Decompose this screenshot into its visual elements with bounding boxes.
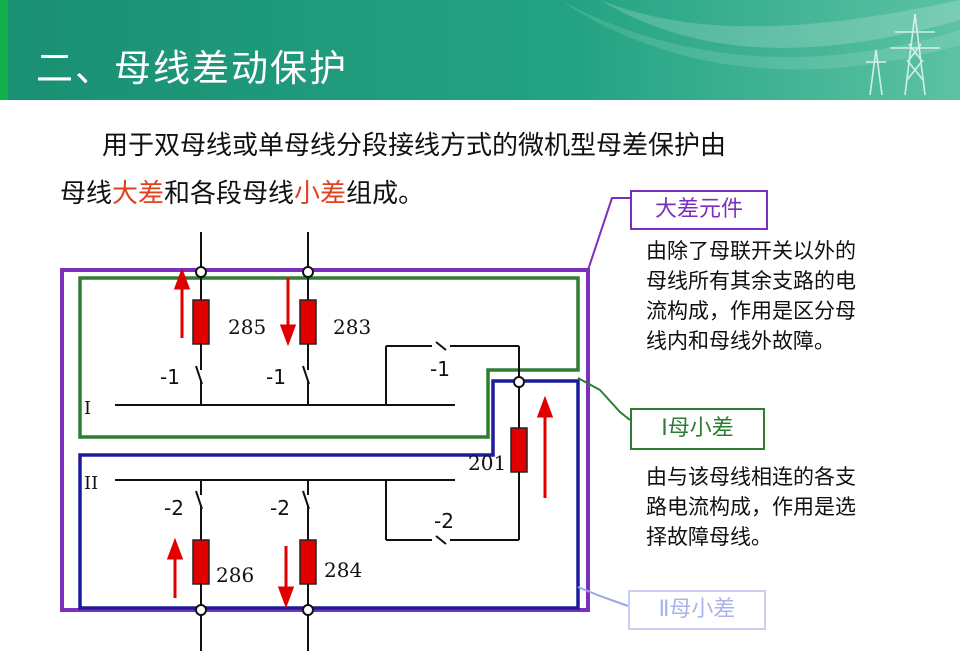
highlight-small-diff: 小差	[294, 179, 347, 209]
current-arrow-284	[277, 546, 295, 609]
branch-label-286: 286	[216, 563, 254, 587]
switch-label-201-bottom: -2	[434, 509, 454, 533]
page-title: 二、母线差动保护	[36, 47, 348, 90]
ct-285	[192, 299, 210, 345]
intro-paragraph: 用于双母线或单母线分段接线方式的微机型母差保护由 母线大差和各段母线小差组成。	[60, 122, 900, 218]
bus2-small-diff-tag: Ⅱ母小差	[628, 590, 766, 630]
bus1-desc-line: 路电流构成，作用是选	[646, 495, 856, 519]
intro-line-1: 用于双母线或单母线分段接线方式的微机型母差保护由	[102, 131, 727, 161]
feeder-285: 285 -1	[160, 232, 266, 405]
intro-line-2: 母线大差和各段母线小差组成。	[60, 170, 900, 218]
feeder-284: 284 -2	[270, 480, 362, 651]
branch-label-285: 285	[228, 315, 266, 339]
bus1-small-diff-leader	[577, 377, 631, 421]
feeder-283: 283 -1	[266, 232, 371, 405]
big-diff-boundary	[60, 268, 590, 612]
branch-label-201: 201	[468, 451, 506, 475]
big-diff-desc-line: 流构成，作用是区分母	[646, 299, 856, 323]
branch-label-283: 283	[333, 315, 371, 339]
current-arrow-201	[536, 395, 554, 498]
feeder-286: 286 -2	[164, 480, 254, 651]
bus-coupler-201: 201 -1 -2	[385, 341, 528, 545]
intro-text: 和各段母线	[164, 179, 295, 209]
ct-201	[510, 427, 528, 473]
bus-1-label: I	[84, 398, 91, 419]
highlight-big-diff: 大差	[112, 179, 165, 209]
bus1-small-diff-tag: Ⅰ母小差	[630, 408, 765, 450]
big-diff-leader	[587, 197, 630, 271]
current-arrow-283	[279, 278, 297, 347]
big-diff-description: 由除了母联开关以外的 母线所有其余支路的电 流构成，作用是区分母 线内和母线外故…	[646, 236, 856, 356]
ct-283	[299, 299, 317, 345]
switch-label-286: -2	[164, 496, 184, 520]
ct-284	[299, 539, 317, 585]
big-diff-tag: 大差元件	[630, 190, 768, 230]
bus1-small-diff-description: 由与该母线相连的各支 路电流构成，作用是选 择故障母线。	[646, 462, 856, 552]
transmission-tower-icon	[866, 13, 940, 96]
big-diff-desc-line: 线内和母线外故障。	[646, 329, 835, 353]
bus2-small-diff-boundary	[78, 379, 580, 610]
switch-label-201-top: -1	[430, 357, 450, 381]
bus1-small-diff-boundary	[78, 276, 580, 439]
big-diff-desc-line: 母线所有其余支路的电	[646, 269, 856, 293]
current-arrow-285	[173, 267, 191, 338]
switch-label-284: -2	[270, 496, 290, 520]
intro-text: 组成。	[346, 179, 425, 209]
bus1-desc-line: 由与该母线相连的各支	[646, 465, 856, 489]
intro-text: 母线	[60, 179, 113, 209]
big-diff-desc-line: 由除了母联开关以外的	[646, 239, 856, 263]
bus2-small-diff-leader	[577, 586, 629, 607]
header-banner: 二、母线差动保护	[0, 0, 960, 100]
switch-label-283: -1	[266, 365, 286, 389]
header-background	[0, 0, 960, 100]
bus-2-label: II	[84, 473, 98, 494]
switch-label-285: -1	[160, 365, 180, 389]
branch-label-284: 284	[324, 558, 362, 582]
bus1-desc-line: 择故障母线。	[646, 525, 772, 549]
current-arrow-286	[166, 537, 184, 598]
ct-286	[192, 539, 210, 585]
